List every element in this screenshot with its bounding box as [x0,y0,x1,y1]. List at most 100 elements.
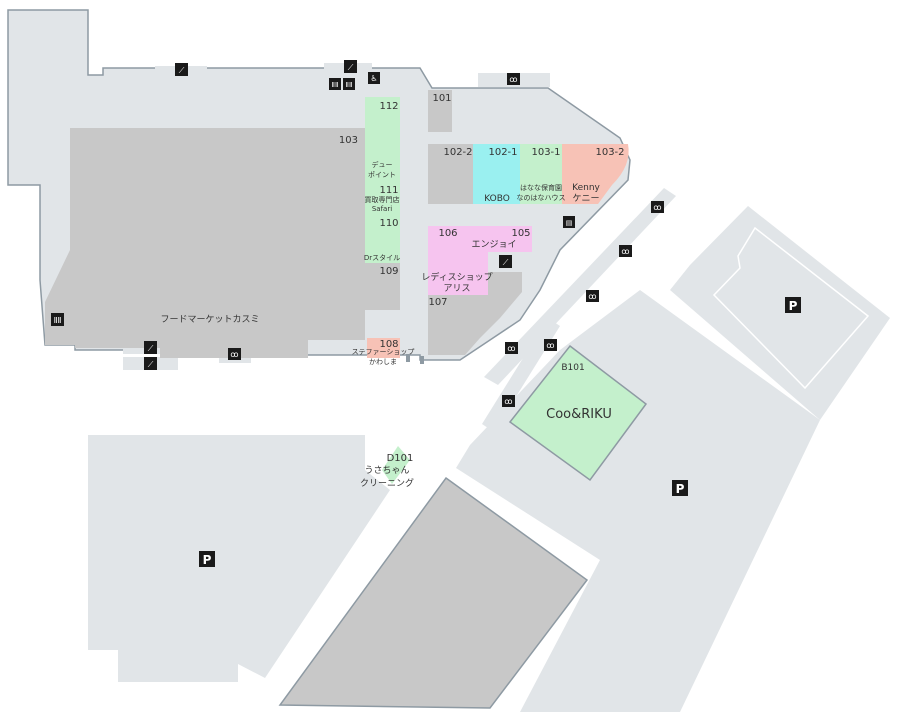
store-111-name-1: 買取専門店 [365,195,400,204]
store-106-num: 106 [438,228,457,239]
svg-text:ꝏ: ꝏ [230,350,238,359]
store-110[interactable] [365,215,400,263]
atm-icon: ▤ [563,216,575,228]
parking-icon: P [672,480,688,496]
svg-text:ꝏ: ꝏ [621,247,629,256]
bicycle-icon: ꝏ [502,395,515,407]
store-103-1-name-2: なのはなハウス [517,194,566,202]
bicycle-icon: ꝏ [544,339,557,351]
toilet-icon: ⅡⅡ [343,78,355,90]
store-D101-name-2: クリーニング [360,477,414,489]
store-108[interactable] [367,338,400,358]
svg-text:⟋: ⟋ [148,344,154,353]
right-parking-inner [712,226,870,390]
store-102-1[interactable] [473,144,520,204]
svg-text:ⅡⅡ: ⅡⅡ [54,316,62,325]
stairs-icon: ⟋ [144,341,157,354]
store-D101[interactable] [382,446,410,484]
store-106-name-1: レディスショップ [421,271,492,283]
svg-text:ⅡⅡ: ⅡⅡ [332,81,339,89]
store-103-2[interactable] [562,144,629,204]
bike-strip-2 [482,318,560,432]
stairs-icon: ⟋ [344,60,357,73]
svg-text:⟋: ⟋ [503,258,509,267]
small-marker [420,356,424,364]
store-108-name-2: かわしま [369,358,397,366]
store-111-name-2: Safari [372,205,392,213]
store-112-name-1: デュー [372,160,393,169]
svg-text:ꝏ: ꝏ [507,344,515,353]
right-parking-lot [670,206,890,420]
store-107[interactable] [428,272,522,355]
store-108-name-1: ステファーショップ [352,348,415,356]
svg-text:♿: ♿ [370,74,377,83]
store-D101-name-1: うさちゃん [364,465,409,476]
store-107-num: 107 [428,297,447,308]
stairs-icon: ⟋ [175,63,188,76]
store-105-name: エンジョイ [471,240,516,250]
toilet-icon: ⅡⅡ [51,313,64,326]
store-102-1-num: 102-1 [488,147,517,158]
stores-layer [45,90,648,709]
store-103-name: フードマーケットカスミ [160,314,259,325]
store-102-2-num: 102-2 [443,147,472,158]
store-102-2[interactable] [428,144,473,204]
small-marker [406,354,410,362]
store-103-2-name-1: Kenny [572,183,600,193]
icons-layer: P P P ⅡⅡ ⅡⅡ ⅡⅡ ♿ ⟋ [51,60,801,567]
store-112-name-2: ポイント [368,171,396,179]
left-parking [88,435,390,682]
store-106-name-2: アリス [443,284,470,294]
stairs-icon: ⟋ [144,357,157,370]
store-101[interactable] [428,90,452,132]
store-103-num: 103 [339,135,358,146]
store-111-num: 111 [379,185,398,196]
svg-text:ꝏ: ꝏ [509,75,517,84]
bicycle-icon: ꝏ [507,73,520,85]
accessible-icon: ♿ [368,72,380,84]
store-109-num: 109 [379,266,398,277]
store-111[interactable] [365,183,400,215]
parking-icon: P [199,551,215,567]
bike-strip [484,188,676,385]
store-103[interactable] [45,128,365,358]
svg-text:ꝏ: ꝏ [653,203,661,212]
store-110-name: Drスタイル [364,253,400,262]
store-101-num: 101 [432,93,451,104]
bicycle-icon: ꝏ [619,245,632,257]
svg-text:⟋: ⟋ [348,63,354,72]
top-bar-4 [315,76,400,94]
svg-text:▤: ▤ [566,219,573,227]
store-112[interactable] [365,97,400,183]
store-103-1-num: 103-1 [531,147,560,158]
svg-text:⟋: ⟋ [148,360,154,369]
stairs-icon: ⟋ [499,255,512,268]
store-105[interactable] [460,226,532,252]
store-102-1-name: KOBO [484,194,510,204]
toilet-icon: ⅡⅡ [329,78,341,90]
store-103-1[interactable] [520,144,562,204]
store-D101-num: D101 [387,453,414,464]
svg-text:ⅡⅡ: ⅡⅡ [346,81,353,89]
store-110-num: 110 [379,218,398,229]
store-109[interactable] [365,263,400,310]
store-105-num: 105 [511,228,530,239]
svg-text:P: P [676,482,685,496]
bicycle-icon: ꝏ [505,342,518,354]
lower-grey-building [278,476,589,709]
labels-layer: 103 フードマーケットカスミ 112 デュー ポイント 111 買取専門店 S… [160,93,624,489]
store-108-num: 108 [379,339,398,350]
bicycle-icon: ꝏ [651,201,664,213]
store-103-1-name-1: はなな保育園 [520,183,562,192]
store-B101[interactable] [508,344,648,482]
svg-text:⟋: ⟋ [179,66,185,75]
bicycle-icon: ꝏ [586,290,599,302]
parking-icon: P [785,297,801,313]
store-112-num: 112 [379,101,398,112]
svg-text:P: P [203,553,212,567]
store-103-2-num: 103-2 [595,147,624,158]
svg-text:P: P [789,299,798,313]
svg-text:ꝏ: ꝏ [504,397,512,406]
store-B101-num: B101 [561,363,584,373]
